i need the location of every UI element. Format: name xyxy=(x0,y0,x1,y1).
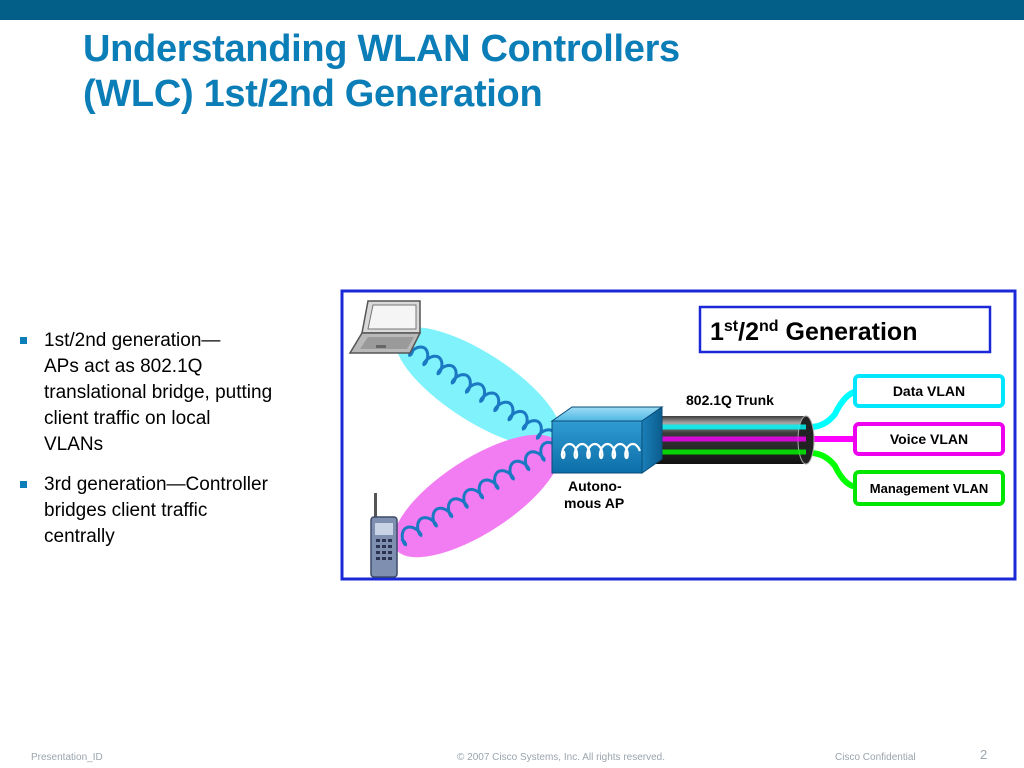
data-vlan-fiber xyxy=(610,388,859,430)
voice-vlan-box: Voice VLAN xyxy=(853,422,1005,456)
phone-icon xyxy=(370,493,398,578)
generation-label-box: 1st/2nd Generation xyxy=(698,305,992,354)
wave-signal-phone xyxy=(400,440,557,547)
footer-presentation-id: Presentation_ID xyxy=(31,752,103,763)
mgmt-vlan-label: Management VLAN xyxy=(870,481,988,496)
bullet-item: 3rd generation—Controller bridges client… xyxy=(18,472,323,550)
data-vlan-box: Data VLAN xyxy=(853,374,1005,408)
title-line-2: (WLC) 1st/2nd Generation xyxy=(83,73,543,115)
bullet-line: VLANs xyxy=(44,434,104,455)
ap-wave-icon xyxy=(560,442,641,460)
bullet-line: 3rd generation—Controller xyxy=(44,474,268,495)
bullet-square-icon xyxy=(20,481,27,488)
bullet-line: translational bridge, putting xyxy=(44,382,273,403)
header-bar xyxy=(0,0,1024,20)
bullet-item: 1st/2nd generation— APs act as 802.1Q tr… xyxy=(18,328,323,458)
gen-label-sup1: st xyxy=(724,318,739,335)
ap-label-line2: mous AP xyxy=(564,495,624,511)
laptop-icon xyxy=(348,300,422,354)
title-line-1: Understanding WLAN Controllers xyxy=(83,28,680,70)
bullet-line: 1st/2nd generation— xyxy=(44,330,221,351)
gen-label-rest: Generation xyxy=(779,318,918,346)
svg-text:1st/2nd Generation: 1st/2nd Generation xyxy=(710,318,917,346)
data-vlan-label: Data VLAN xyxy=(893,383,965,399)
gen-label-sup2: nd xyxy=(759,318,779,335)
footer-confidential: Cisco Confidential xyxy=(835,752,916,763)
wave-signal-laptop xyxy=(408,345,557,442)
slide-title: Understanding WLAN Controllers (WLC) 1st… xyxy=(83,27,680,117)
trunk-label: 802.1Q Trunk xyxy=(686,392,774,408)
bullet-line: bridges client traffic xyxy=(44,500,208,521)
trunk-tube xyxy=(656,415,815,465)
mgmt-vlan-fiber xyxy=(610,450,859,490)
ap-label-line1: Autono- xyxy=(568,478,622,494)
gen-label-main: 1 xyxy=(710,318,724,346)
wlan-diagram: 1st/2nd Generation xyxy=(340,289,1017,581)
footer-copyright: © 2007 Cisco Systems, Inc. All rights re… xyxy=(457,752,666,763)
voice-vlan-label: Voice VLAN xyxy=(890,431,968,447)
access-point-icon xyxy=(550,406,664,474)
gen-label-slash: /2 xyxy=(738,318,759,346)
bullet-line: centrally xyxy=(44,526,115,547)
mgmt-vlan-box: Management VLAN xyxy=(853,470,1005,506)
page-number: 2 xyxy=(980,747,988,762)
bullet-line: APs act as 802.1Q xyxy=(44,356,203,377)
bullet-line: client traffic on local xyxy=(44,408,211,429)
bullet-square-icon xyxy=(20,337,27,344)
bullet-list: 1st/2nd generation— APs act as 802.1Q tr… xyxy=(18,328,323,564)
